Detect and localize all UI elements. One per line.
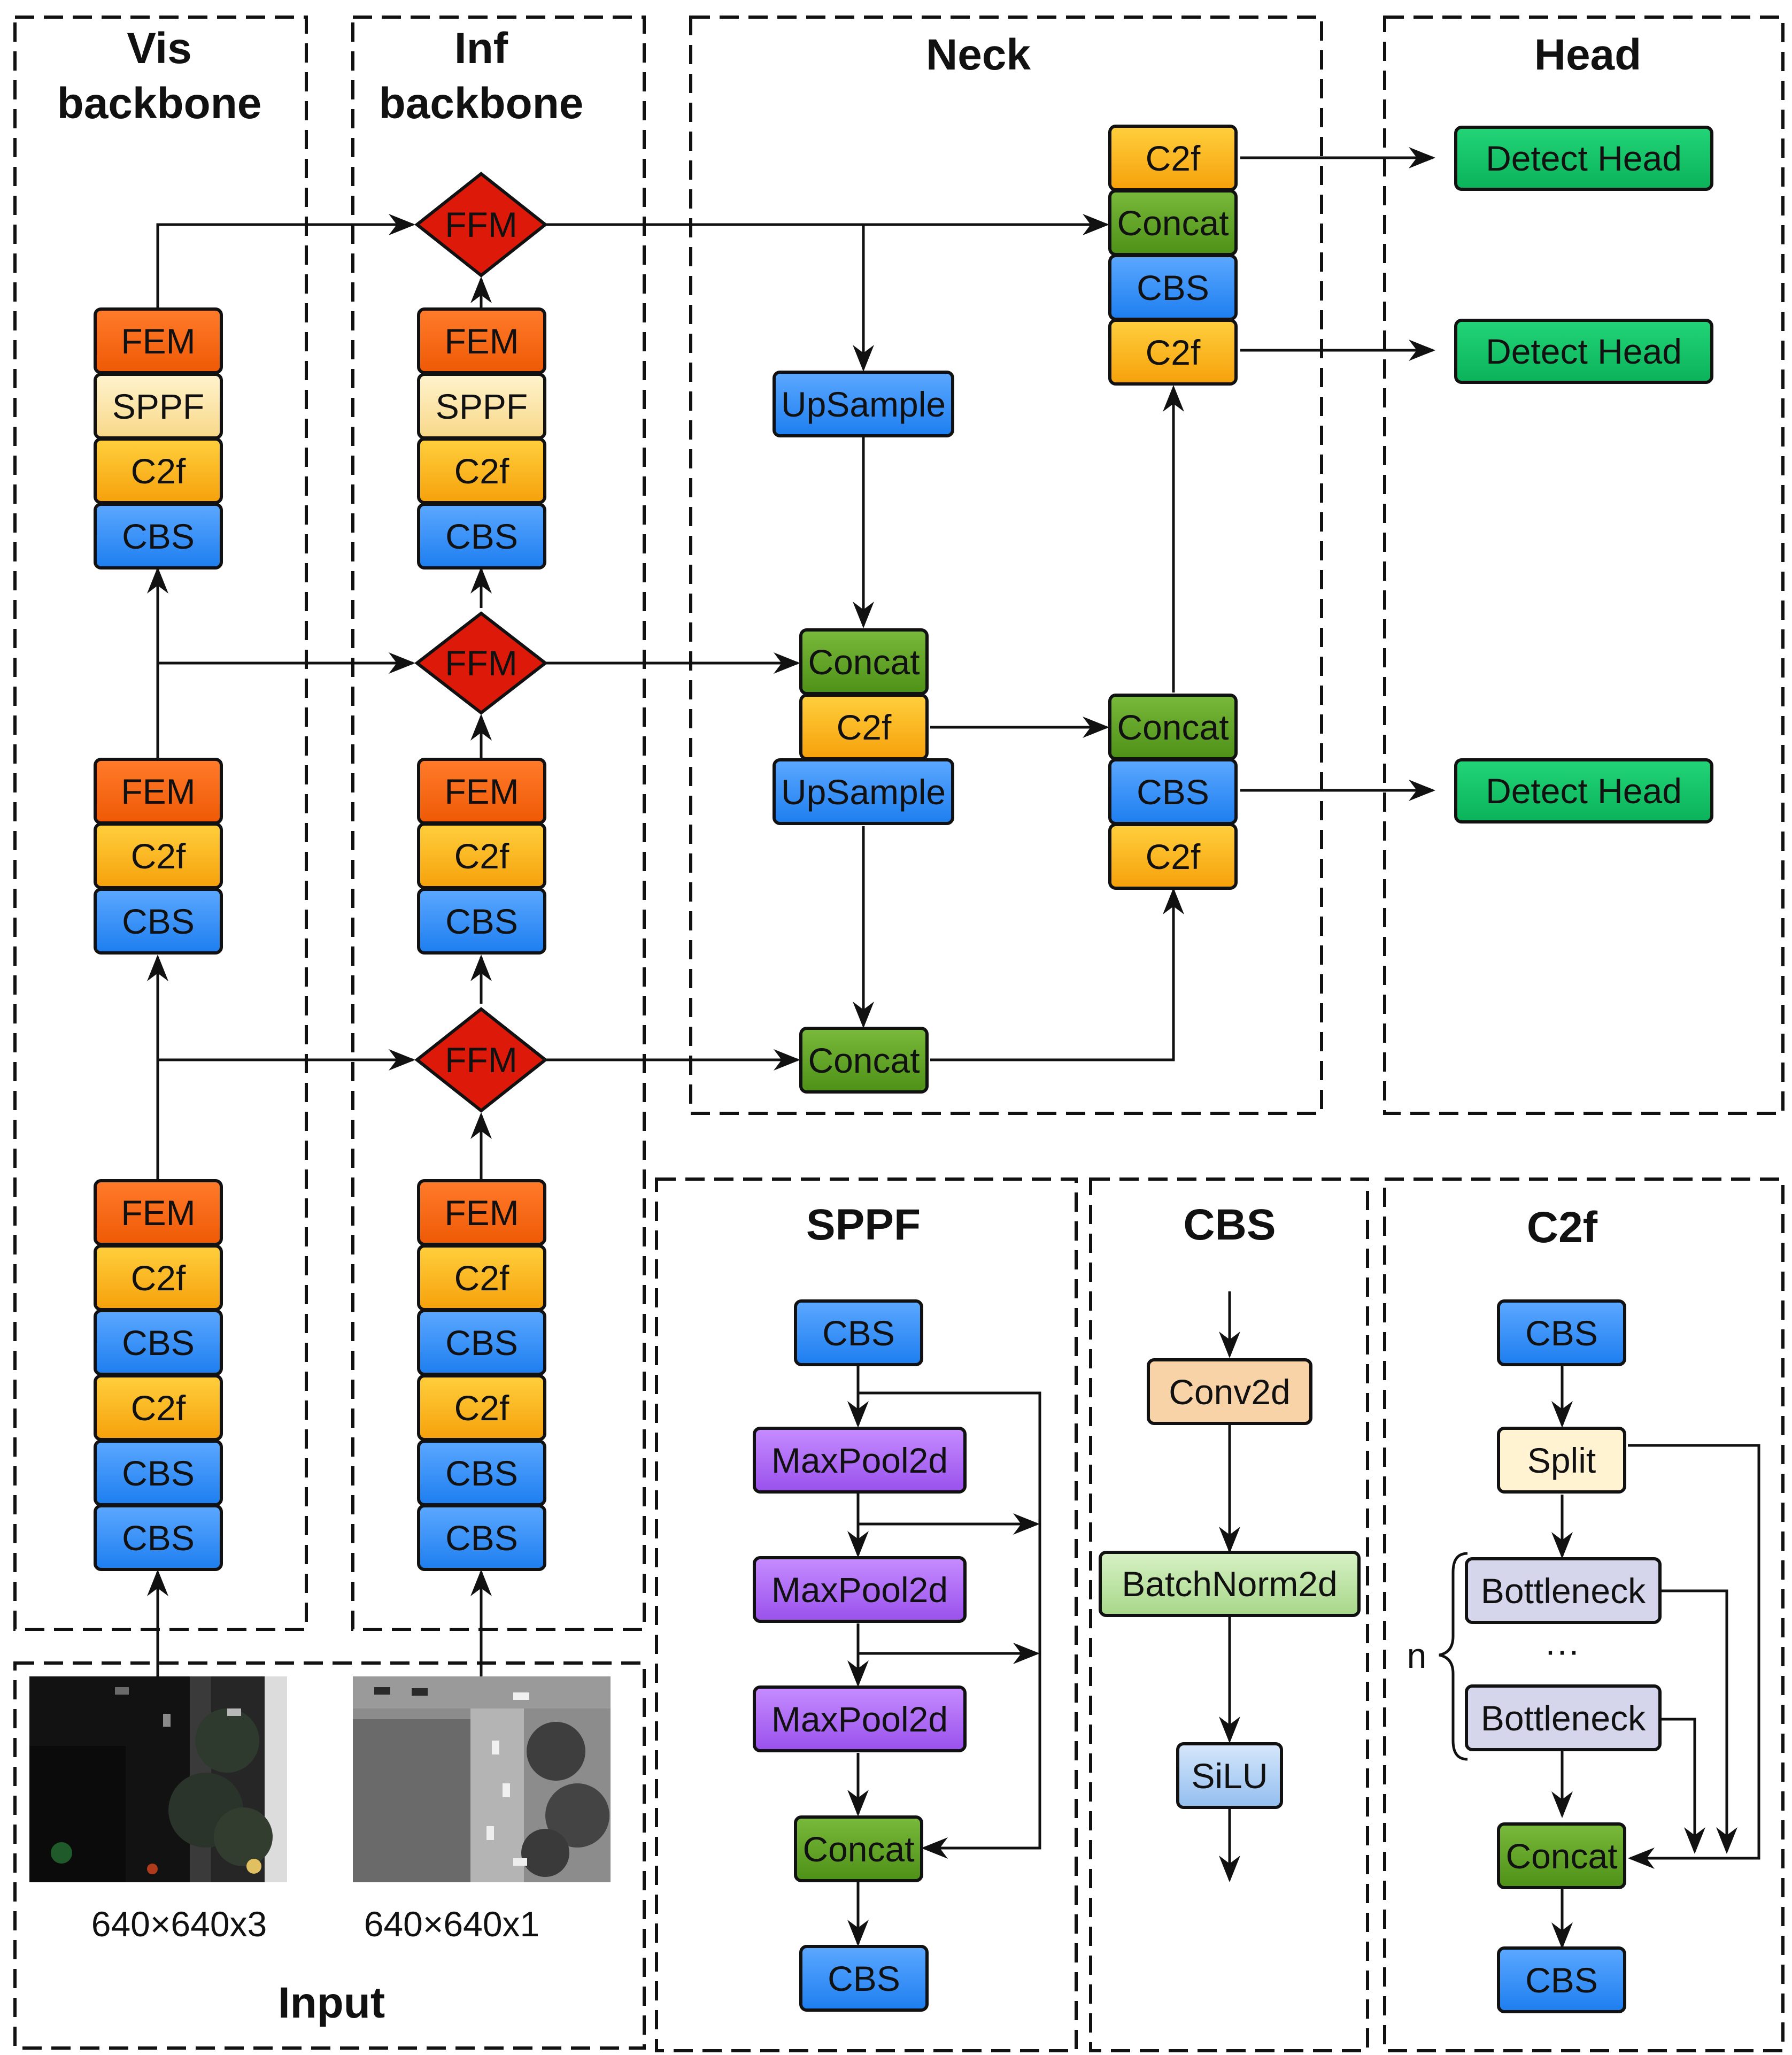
vis-c2f-block: C2f bbox=[94, 437, 223, 504]
panel-title-neck: Neck bbox=[925, 30, 1031, 79]
inf-fem-block: FEM bbox=[417, 758, 546, 825]
neck-upsample-block: UpSample bbox=[773, 758, 954, 825]
neck-c2f-block: C2f bbox=[1108, 823, 1238, 890]
inf-c2f-block: C2f bbox=[417, 1244, 546, 1311]
panel-title-vis-backbone: Vis backbone bbox=[57, 24, 262, 128]
c2f-split-block: Split bbox=[1497, 1427, 1626, 1494]
neck-upsample-block: UpSample bbox=[773, 371, 954, 437]
n-brace bbox=[1439, 1552, 1468, 1761]
sppf-maxpool-block: MaxPool2d bbox=[753, 1685, 967, 1752]
ffm-label: FFM bbox=[445, 1040, 517, 1080]
neck-concat-block: Concat bbox=[799, 1027, 929, 1094]
detect-head-block: Detect Head bbox=[1454, 126, 1713, 191]
neck-c2f-block: C2f bbox=[1108, 319, 1238, 386]
sppf-maxpool-block: MaxPool2d bbox=[753, 1427, 967, 1494]
detect-head-block: Detect Head bbox=[1454, 319, 1713, 384]
ffm-diamonds bbox=[414, 172, 548, 1113]
sppf-concat-block: Concat bbox=[794, 1815, 923, 1882]
c2f-bottleneck-block: Bottleneck bbox=[1465, 1557, 1662, 1624]
visible-input-image bbox=[29, 1676, 287, 1882]
arrows bbox=[147, 147, 1760, 1949]
visible-input-dims: 640×640x3 bbox=[91, 1904, 267, 1944]
cbs-batchnorm-block: BatchNorm2d bbox=[1099, 1551, 1361, 1617]
neck-c2f-block: C2f bbox=[1108, 125, 1238, 191]
infrared-input-image bbox=[353, 1676, 611, 1882]
neck-cbs-block: CBS bbox=[1108, 758, 1238, 825]
neck-c2f-block: C2f bbox=[799, 694, 929, 760]
sppf-maxpool-block: MaxPool2d bbox=[753, 1556, 967, 1623]
panel-frames bbox=[13, 16, 1785, 2052]
sppf-cbs-block: CBS bbox=[799, 1945, 929, 2012]
inf-c2f-block: C2f bbox=[417, 822, 546, 889]
inf-c2f-block: C2f bbox=[417, 1374, 546, 1441]
vis-fem-block: FEM bbox=[94, 758, 223, 825]
vis-cbs-block: CBS bbox=[94, 888, 223, 955]
panel-title-head: Head bbox=[1534, 30, 1642, 79]
vis-fem-block: FEM bbox=[94, 307, 223, 374]
c2f-concat-block: Concat bbox=[1497, 1822, 1626, 1889]
ffm-diamond-top bbox=[414, 172, 548, 278]
inf-sppf-block: SPPF bbox=[417, 373, 546, 440]
vis-fem-block: FEM bbox=[94, 1179, 223, 1246]
inf-fem-block: FEM bbox=[417, 1179, 546, 1246]
cbs-silu-block: SiLU bbox=[1176, 1742, 1283, 1809]
infrared-input-dims: 640×640x1 bbox=[364, 1904, 540, 1944]
inf-fem-block: FEM bbox=[417, 307, 546, 374]
vis-cbs-block: CBS bbox=[94, 503, 223, 569]
vis-cbs-block: CBS bbox=[94, 1504, 223, 1571]
c2f-cbs-block: CBS bbox=[1497, 1299, 1626, 1366]
c2f-cbs-block: CBS bbox=[1497, 1946, 1626, 2013]
vis-c2f-block: C2f bbox=[94, 822, 223, 889]
ffm-diamond-bottom bbox=[414, 1007, 548, 1113]
c2f-ellipsis: ··· bbox=[1544, 1630, 1580, 1670]
c2f-n-label: n bbox=[1407, 1636, 1427, 1675]
neck-concat-block: Concat bbox=[799, 628, 929, 695]
inf-cbs-block: CBS bbox=[417, 503, 546, 569]
panel-title-input: Input bbox=[277, 1979, 385, 2027]
vis-cbs-block: CBS bbox=[94, 1309, 223, 1376]
panel-title-cbs: CBS bbox=[1183, 1200, 1276, 1249]
inf-cbs-block: CBS bbox=[417, 1440, 546, 1506]
ffm-label: FFM bbox=[445, 643, 517, 683]
neck-concat-block: Concat bbox=[1108, 189, 1238, 256]
panel-title-sppf: SPPF bbox=[806, 1200, 921, 1249]
ffm-diamond-mid bbox=[414, 611, 548, 715]
neck-concat-block: Concat bbox=[1108, 694, 1238, 760]
panel-title-c2f: C2f bbox=[1526, 1203, 1598, 1252]
c2f-bottleneck-block: Bottleneck bbox=[1465, 1684, 1662, 1751]
vis-sppf-block: SPPF bbox=[94, 373, 223, 440]
inf-cbs-block: CBS bbox=[417, 888, 546, 955]
vis-cbs-block: CBS bbox=[94, 1440, 223, 1506]
vis-c2f-block: C2f bbox=[94, 1374, 223, 1441]
vis-c2f-block: C2f bbox=[94, 1244, 223, 1311]
inf-c2f-block: C2f bbox=[417, 437, 546, 504]
panel-title-inf-backbone: Inf backbone bbox=[379, 24, 584, 128]
neck-cbs-block: CBS bbox=[1108, 254, 1238, 321]
inf-cbs-block: CBS bbox=[417, 1504, 546, 1571]
sppf-cbs-block: CBS bbox=[794, 1299, 923, 1366]
inf-cbs-block: CBS bbox=[417, 1309, 546, 1376]
ffm-label: FFM bbox=[445, 205, 517, 244]
detect-head-block: Detect Head bbox=[1454, 758, 1713, 823]
cbs-conv2d-block: Conv2d bbox=[1147, 1358, 1312, 1425]
